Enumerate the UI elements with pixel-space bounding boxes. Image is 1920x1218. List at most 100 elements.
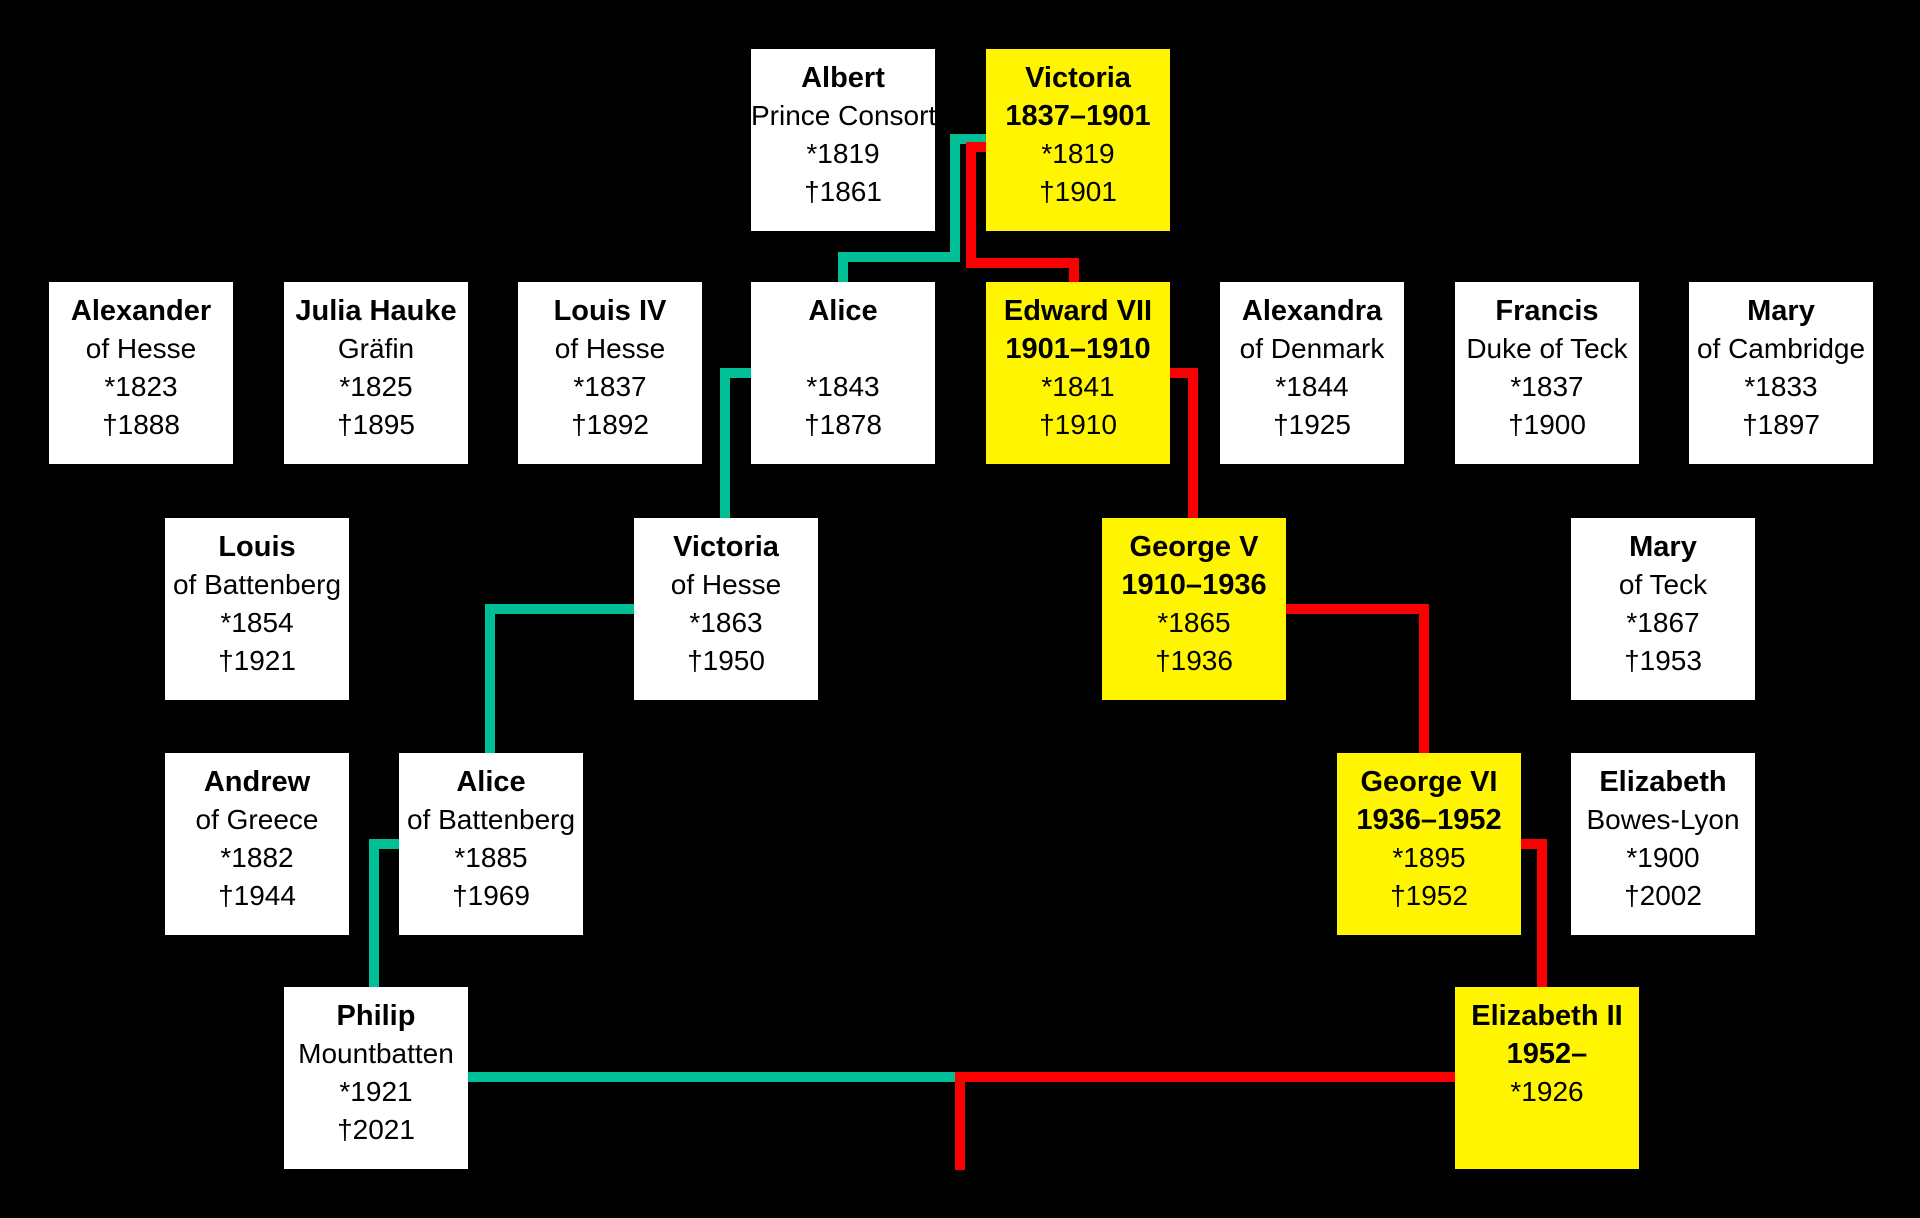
person-name: Philip	[336, 1000, 416, 1032]
person-subtitle: of Hesse	[85, 333, 197, 364]
person-died: †1944	[218, 880, 296, 911]
person-box-philip: Philip Mountbatten *1921 †2021	[284, 987, 468, 1169]
person-box-victoria-of-hesse: Victoria of Hesse *1863 †1950	[634, 518, 818, 700]
person-born: *1921	[339, 1076, 413, 1107]
person-born: *1843	[806, 371, 880, 402]
person-died: †2021	[337, 1114, 415, 1145]
person-box-victoria: Victoria 1837–1901 *1819 †1901	[986, 49, 1170, 231]
person-died: †1900	[1508, 409, 1586, 440]
person-died: †1897	[1742, 409, 1820, 440]
person-name: Alexander	[70, 295, 212, 327]
person-box-george-vi: George VI 1936–1952 *1895 †1952	[1337, 753, 1521, 935]
person-reign: 1936–1952	[1356, 804, 1502, 836]
person-died: †1878	[804, 409, 882, 440]
person-name: Victoria	[673, 531, 779, 563]
person-died: †1888	[102, 409, 180, 440]
person-born: *1926	[1510, 1076, 1584, 1107]
person-born: *1833	[1744, 371, 1818, 402]
person-box-alexander-of-hesse: Alexander of Hesse *1823 †1888	[49, 282, 233, 464]
person-born: *1895	[1392, 842, 1466, 873]
person-name: Louis IV	[553, 295, 667, 327]
person-subtitle: of Battenberg	[172, 569, 342, 600]
person-subtitle: Mountbatten	[298, 1038, 454, 1069]
line-alice-of-battenberg-to-philip	[369, 839, 399, 995]
person-box-mary-of-cambridge: Mary of Cambridge *1833 †1897	[1689, 282, 1873, 464]
person-name: Alexandra	[1241, 295, 1383, 327]
person-died: †1950	[687, 645, 765, 676]
person-born: *1885	[454, 842, 528, 873]
person-box-andrew-of-greece: Andrew of Greece *1882 †1944	[165, 753, 349, 935]
line-george-v-to-george-vi	[1286, 604, 1429, 761]
person-subtitle: Bowes-Lyon	[1586, 804, 1740, 835]
person-born: *1819	[1041, 138, 1115, 169]
person-subtitle: of Teck	[1618, 569, 1708, 600]
person-died: †1892	[571, 409, 649, 440]
person-box-albert: Albert Prince Consort *1819 †1861	[751, 49, 937, 231]
person-subtitle: of Hesse	[554, 333, 666, 364]
line-elizabeth-ii-marriage-and-descent	[955, 1072, 1455, 1170]
person-box-louis-iv-of-hesse: Louis IV of Hesse *1837 †1892	[518, 282, 702, 464]
person-died: †1921	[218, 645, 296, 676]
person-born: *1837	[1510, 371, 1584, 402]
person-name: Elizabeth	[1599, 766, 1727, 798]
person-box-francis-duke-of-teck: Francis Duke of Teck *1837 †1900	[1455, 282, 1639, 464]
person-box-louis-of-battenberg: Louis of Battenberg *1854 †1921	[165, 518, 349, 700]
person-born: *1837	[573, 371, 647, 402]
person-died: †1895	[337, 409, 415, 440]
person-died	[1455, 1111, 1639, 1149]
person-reign: 1910–1936	[1121, 569, 1267, 601]
person-born: *1900	[1626, 842, 1700, 873]
person-box-edward-vii: Edward VII 1901–1910 *1841 †1910	[986, 282, 1170, 464]
person-born: *1825	[339, 371, 413, 402]
person-name: Albert	[801, 62, 885, 94]
line-victoria-to-alice	[838, 134, 986, 290]
person-box-alexandra-of-denmark: Alexandra of Denmark *1844 †1925	[1220, 282, 1404, 464]
person-born: *1882	[220, 842, 294, 873]
person-subtitle: of Battenberg	[406, 804, 576, 835]
person-box-elizabeth-ii: Elizabeth II 1952– *1926	[1455, 987, 1639, 1169]
person-reign: 1901–1910	[1005, 333, 1151, 365]
person-died: †1910	[1039, 409, 1117, 440]
person-name: Julia Hauke	[295, 295, 457, 327]
person-died: †1969	[452, 880, 530, 911]
line-alice-to-victoria-of-hesse	[720, 368, 751, 526]
person-name: Mary	[1747, 295, 1815, 327]
person-reign: 1952–	[1506, 1038, 1588, 1070]
person-born: *1854	[220, 607, 294, 638]
person-box-george-v: George V 1910–1936 *1865 †1936	[1102, 518, 1286, 700]
person-name: Elizabeth II	[1471, 1000, 1623, 1032]
person-born: *1819	[806, 138, 880, 169]
person-born: *1823	[104, 371, 178, 402]
person-died: †1952	[1390, 880, 1468, 911]
person-born: *1841	[1041, 371, 1115, 402]
person-name: Andrew	[203, 766, 311, 798]
line-edward-vii-to-george-v	[1170, 368, 1198, 526]
person-born: *1844	[1275, 371, 1349, 402]
person-name: Alice	[808, 295, 878, 327]
person-died: †1861	[804, 176, 882, 207]
person-name: Edward VII	[1003, 295, 1153, 327]
person-name: George VI	[1360, 766, 1498, 798]
person-died: †1953	[1624, 645, 1702, 676]
person-died: †1925	[1273, 409, 1351, 440]
person-subtitle: Gräfin	[337, 333, 415, 364]
person-name: Victoria	[1025, 62, 1131, 94]
person-box-alice-of-battenberg: Alice of Battenberg *1885 †1969	[399, 753, 583, 935]
person-subtitle: of Greece	[195, 804, 319, 835]
person-born: *1865	[1157, 607, 1231, 638]
person-subtitle: of Denmark	[1239, 333, 1385, 364]
line-george-vi-to-elizabeth-ii	[1520, 839, 1547, 995]
person-name: Alice	[456, 766, 526, 798]
person-born: *1867	[1626, 607, 1700, 638]
person-box-julia-hauke: Julia Hauke Gräfin *1825 †1895	[284, 282, 468, 464]
person-name: George V	[1129, 531, 1259, 563]
person-box-elizabeth-bowes-lyon: Elizabeth Bowes-Lyon *1900 †2002	[1571, 753, 1755, 935]
person-subtitle	[751, 330, 935, 368]
person-subtitle: Prince Consort	[751, 100, 937, 131]
person-subtitle: Duke of Teck	[1466, 333, 1628, 364]
person-box-mary-of-teck: Mary of Teck *1867 †1953	[1571, 518, 1755, 700]
person-born: *1863	[689, 607, 763, 638]
person-subtitle: of Hesse	[670, 569, 782, 600]
